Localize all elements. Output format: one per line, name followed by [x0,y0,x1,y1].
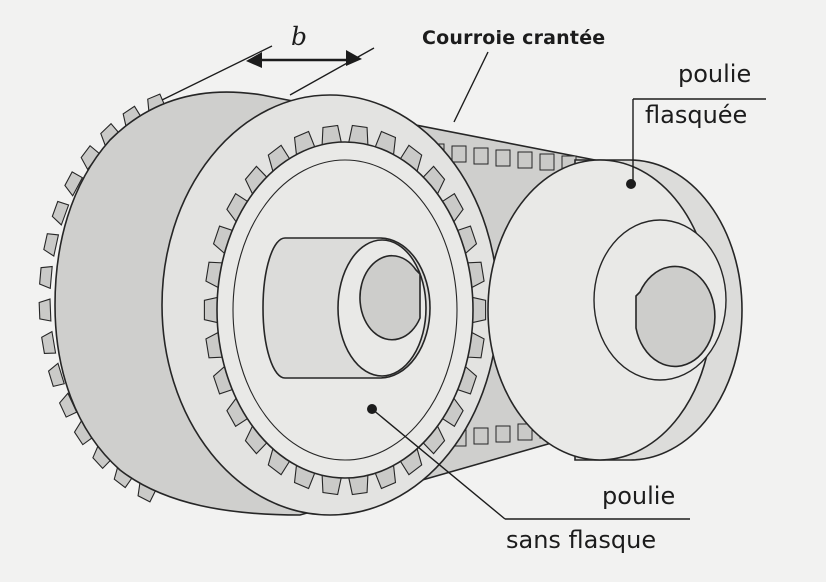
belt-outer-tooth [43,233,60,257]
belt-inner-tooth-top [495,149,511,167]
flanged-pulley-marker-dot [626,179,636,189]
plain-pulley-leader-line [371,408,506,520]
belt-outer-tooth [51,200,70,226]
belt-leader-line [453,51,489,123]
belt-inner-tooth-top [473,147,489,165]
pulley-tooth [203,296,218,324]
plain-pulley-label-line1: poulie [602,482,676,510]
plain-pulley-teeth [203,124,487,496]
pulley-tooth [472,296,487,324]
belt-inner-tooth-top [517,151,533,169]
leader-lines [371,51,766,520]
flanged-pulley-label-line1: poulie [678,60,752,88]
flanged-pulley-bore-keyway [635,265,716,368]
plain-pulley-label-line2: sans flasque [506,526,657,554]
plain-pulley-bore-keyway [359,254,421,341]
belt-outer-tooth [47,362,65,388]
belt-outer-teeth [38,93,167,503]
flanged-pulley-label-line2: flasquée [645,101,748,129]
belt-inner-tooth-bottom [473,427,489,445]
belt-inner-tooth-bottom [517,423,533,441]
belt-width-label: b [291,22,308,51]
belt-outer-tooth [38,298,52,322]
belt-inner-tooth-bottom [495,425,511,443]
belt-outer-tooth [64,171,84,197]
belt-label: Courroie crantée [422,27,606,49]
belt-width-dimension [161,45,375,101]
belt-inner-tooth-top [451,145,467,163]
belt-outer-tooth [39,265,53,290]
belt-outer-tooth [41,330,57,354]
belt-inner-tooth-top [539,153,555,171]
